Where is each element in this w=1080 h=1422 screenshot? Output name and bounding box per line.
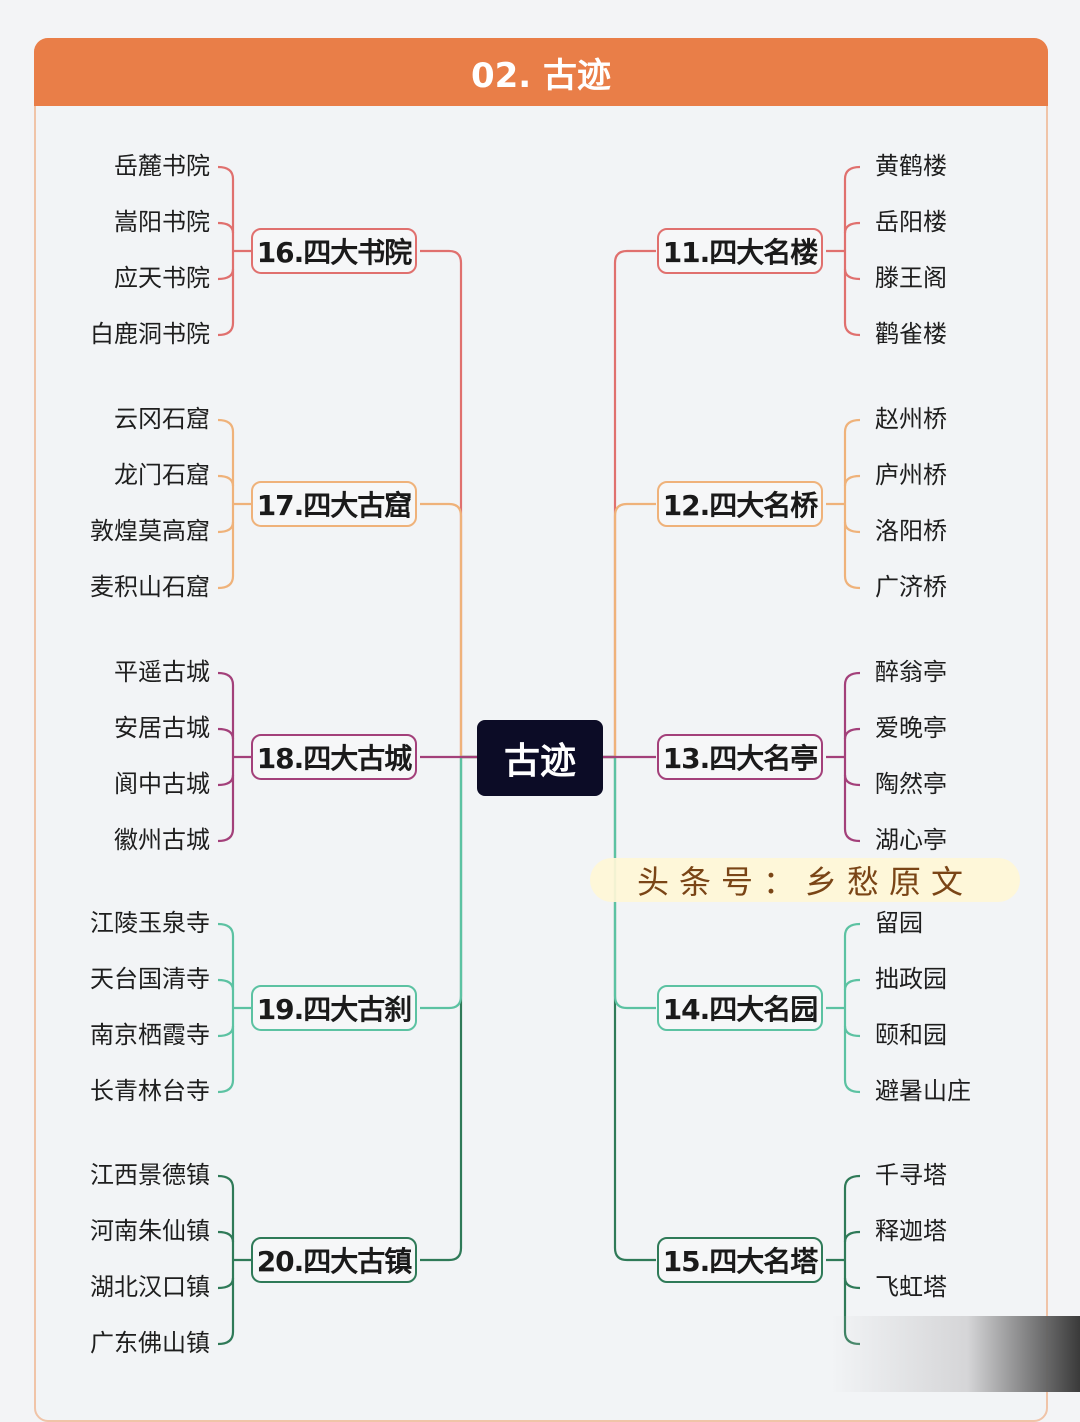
- leaf-bracket: [843, 671, 861, 843]
- leaf-connector: [843, 221, 861, 234]
- center-node[interactable]: 古迹: [477, 720, 603, 796]
- branch-connector: [603, 755, 656, 1262]
- leaf-item[interactable]: 避暑山庄: [875, 1077, 971, 1105]
- branch-node[interactable]: 13.四大名亭: [657, 734, 823, 780]
- leaf-item[interactable]: 云冈石窟: [114, 405, 210, 433]
- leaf-item[interactable]: 白鹿洞书院: [90, 320, 210, 348]
- leaf-item[interactable]: 黄鹤楼: [875, 152, 947, 180]
- leaf-item[interactable]: 颐和园: [875, 1021, 947, 1049]
- leaf-item[interactable]: 嵩阳书院: [114, 208, 210, 236]
- leaf-bracket: [217, 165, 235, 337]
- leaf-bracket: [217, 1174, 235, 1346]
- branch-connector: [603, 502, 656, 759]
- leaf-connector: [843, 474, 861, 487]
- leaf-item[interactable]: 释迦塔: [875, 1217, 947, 1245]
- leaf-item[interactable]: 应天书院: [114, 264, 210, 292]
- leaf-bracket: [843, 165, 861, 337]
- branch-connector: [603, 249, 656, 759]
- page-title: 02. 古迹: [34, 38, 1048, 106]
- leaf-connector: [217, 1025, 235, 1038]
- leaf-item[interactable]: 拙政园: [875, 965, 947, 993]
- branch-node[interactable]: 11.四大名楼: [657, 228, 823, 274]
- leaf-connector: [843, 978, 861, 991]
- leaf-item[interactable]: 鹳雀楼: [875, 320, 947, 348]
- branch-connector: [420, 755, 477, 1262]
- branch-connector: [603, 755, 656, 1010]
- leaf-connector: [217, 727, 235, 740]
- leaf-item[interactable]: 江陵玉泉寺: [90, 909, 210, 937]
- leaf-item[interactable]: 阆中古城: [114, 770, 210, 798]
- leaf-item[interactable]: 飞虹塔: [875, 1273, 947, 1301]
- leaf-connector: [217, 1277, 235, 1290]
- leaf-connector: [217, 268, 235, 281]
- leaf-item[interactable]: 安居古城: [114, 714, 210, 742]
- branch-connector: [420, 755, 477, 1010]
- leaf-item[interactable]: 南京栖霞寺: [90, 1021, 210, 1049]
- leaf-item[interactable]: 江西景德镇: [90, 1161, 210, 1189]
- leaf-item[interactable]: 湖北汉口镇: [90, 1273, 210, 1301]
- leaf-connector: [843, 521, 861, 534]
- leaf-bracket: [217, 418, 235, 590]
- leaf-item[interactable]: 广济桥: [875, 573, 947, 601]
- leaf-item[interactable]: 庐州桥: [875, 461, 947, 489]
- branch-node[interactable]: 12.四大名桥: [657, 481, 823, 527]
- branch-node[interactable]: 19.四大古刹: [251, 985, 417, 1031]
- leaf-item[interactable]: 岳麓书院: [114, 152, 210, 180]
- leaf-item[interactable]: 陶然亭: [875, 770, 947, 798]
- leaf-connector: [843, 268, 861, 281]
- leaf-connector: [843, 1230, 861, 1243]
- leaf-item[interactable]: 滕王阁: [875, 264, 947, 292]
- leaf-item[interactable]: 湖心亭: [875, 826, 947, 854]
- leaf-bracket: [843, 418, 861, 590]
- branch-node[interactable]: 14.四大名园: [657, 985, 823, 1031]
- leaf-item[interactable]: 龙门石窟: [114, 461, 210, 489]
- leaf-item[interactable]: 徽州古城: [114, 826, 210, 854]
- watermark: 头条号：乡愁原文: [590, 858, 1020, 902]
- leaf-item[interactable]: 河南朱仙镇: [90, 1217, 210, 1245]
- leaf-connector: [217, 521, 235, 534]
- leaf-item[interactable]: 岳阳楼: [875, 208, 947, 236]
- leaf-connector: [843, 1277, 861, 1290]
- leaf-item[interactable]: 爱晚亭: [875, 714, 947, 742]
- leaf-item[interactable]: 留园: [875, 909, 923, 937]
- leaf-item[interactable]: 洛阳桥: [875, 517, 947, 545]
- branch-connector: [420, 502, 477, 759]
- leaf-item[interactable]: 平遥古城: [114, 658, 210, 686]
- leaf-connector: [843, 774, 861, 787]
- leaf-item[interactable]: 千寻塔: [875, 1161, 947, 1189]
- leaf-bracket: [843, 922, 861, 1094]
- leaf-bracket: [217, 922, 235, 1094]
- leaf-item[interactable]: 醉翁亭: [875, 658, 947, 686]
- leaf-connector: [217, 774, 235, 787]
- branch-node[interactable]: 17.四大古窟: [251, 481, 417, 527]
- branch-node[interactable]: 16.四大书院: [251, 228, 417, 274]
- branch-node[interactable]: 15.四大名塔: [657, 1237, 823, 1283]
- branch-node[interactable]: 20.四大古镇: [251, 1237, 417, 1283]
- leaf-connector: [843, 1025, 861, 1038]
- leaf-connector: [217, 1230, 235, 1243]
- leaf-item[interactable]: 赵州桥: [875, 405, 947, 433]
- leaf-item[interactable]: 长青林台寺: [90, 1077, 210, 1105]
- leaf-item[interactable]: 麦积山石窟: [90, 573, 210, 601]
- leaf-connector: [217, 221, 235, 234]
- leaf-connector: [217, 474, 235, 487]
- leaf-item[interactable]: 天台国清寺: [90, 965, 210, 993]
- leaf-connector: [843, 727, 861, 740]
- leaf-item[interactable]: 广东佛山镇: [90, 1329, 210, 1357]
- leaf-item[interactable]: 敦煌莫高窟: [90, 517, 210, 545]
- leaf-connector: [217, 978, 235, 991]
- branch-connector: [420, 249, 477, 759]
- blur-overlay: [830, 1316, 1080, 1392]
- leaf-bracket: [217, 671, 235, 843]
- branch-node[interactable]: 18.四大古城: [251, 734, 417, 780]
